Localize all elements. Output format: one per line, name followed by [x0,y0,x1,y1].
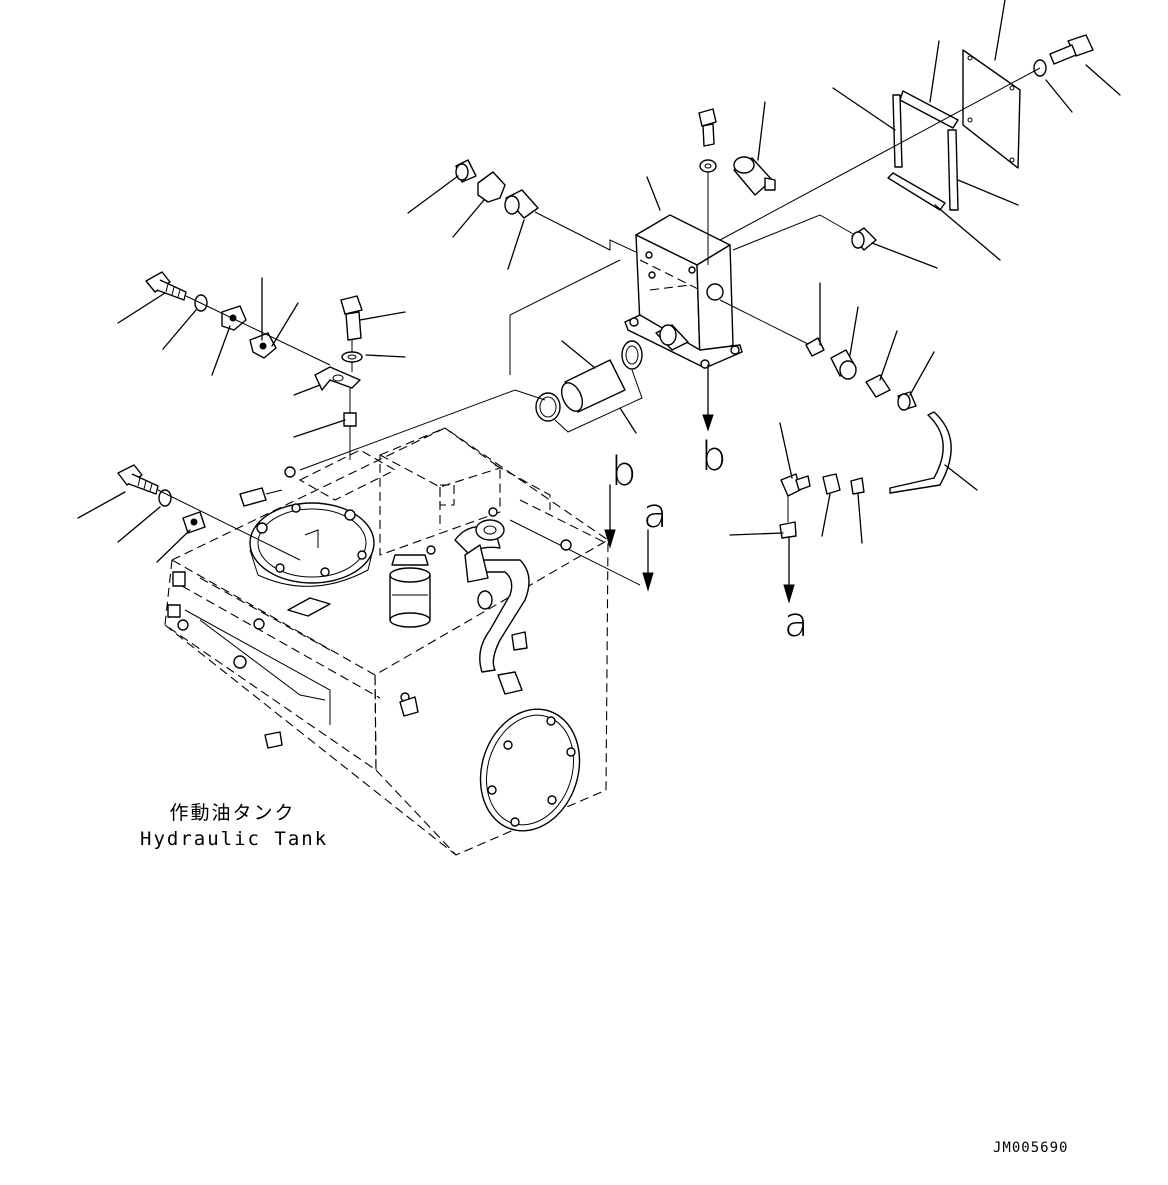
cooler-cover-plates [887,49,1021,211]
reference-arrows [604,364,795,604]
ref-label-b-upper: b [611,449,637,495]
caption-english: Hydraulic Tank [140,828,329,850]
tank-side-cover [479,708,581,832]
oil-cooler [624,214,743,369]
upper-left-bolt-clamp-group [145,271,363,460]
cover-bolt [1033,34,1094,77]
hose-assembly-line [299,389,546,471]
ref-label-a-lower: a [784,600,809,646]
cooler-hose-and-clamps [535,340,643,433]
right-fitting-line [719,299,811,346]
hydraulic-tank [164,427,641,856]
upper-assembly-line [509,259,621,375]
elbow-fitting-group [779,473,865,539]
tank-top-cover [249,502,375,587]
drawing-code: JM005690 [993,1140,1069,1156]
tank-outlet-pipe [399,519,530,717]
leader-lines [77,0,1121,563]
lower-left-bolt-clamp-group [117,464,301,561]
ref-label-b-lower: b [701,434,727,480]
caption-japanese: 作動油タンク [169,802,296,824]
cooler-relief-valve [733,156,776,196]
cooler-top-bolt [698,108,717,265]
ref-label-a-upper: a [643,491,668,537]
drain-hose [889,411,952,494]
cooler-plug [851,227,877,251]
tank-breather [389,554,431,628]
upper-port-fittings [455,159,637,253]
cover-assembly-line [719,67,1041,241]
right-fitting-row [805,337,917,411]
plug-line [732,214,856,251]
